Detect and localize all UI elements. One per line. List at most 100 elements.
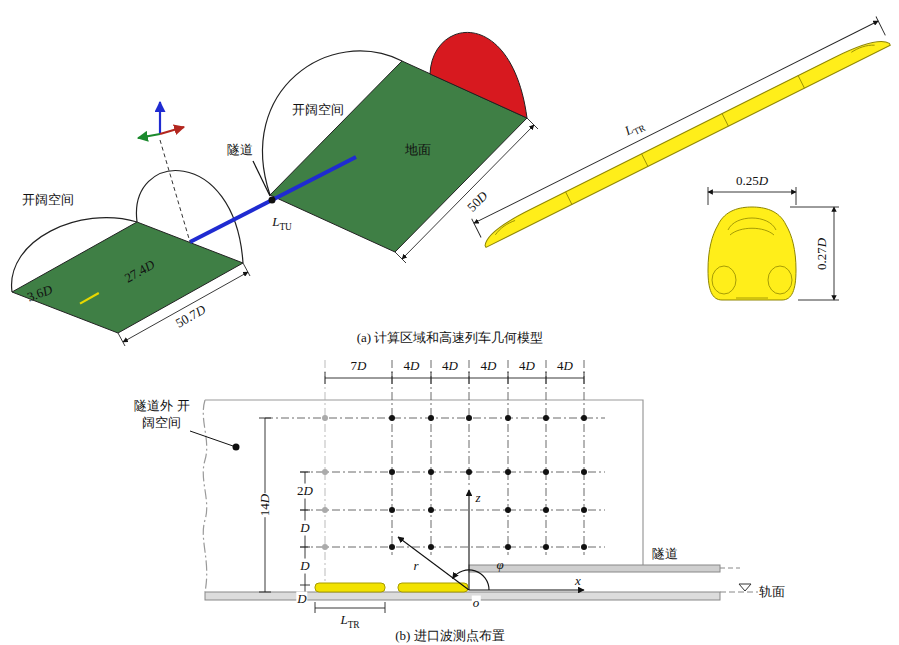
text-run: 4 bbox=[481, 358, 488, 373]
grid-line bbox=[584, 360, 585, 555]
train-model bbox=[480, 33, 891, 248]
dimension-line bbox=[385, 602, 386, 613]
train-cross-section bbox=[708, 192, 796, 193]
text-run: 4 bbox=[519, 358, 526, 373]
dimension-line bbox=[123, 272, 248, 342]
dimension-label: 14D bbox=[258, 493, 273, 517]
text-run: D bbox=[297, 591, 306, 606]
dimension-line bbox=[395, 252, 406, 263]
part-label: 地面 bbox=[404, 143, 432, 158]
train-model bbox=[474, 21, 878, 223]
grid-line bbox=[392, 360, 393, 555]
dimension-line bbox=[243, 263, 250, 276]
dimension-line bbox=[300, 472, 310, 473]
axis-label: x bbox=[574, 574, 582, 589]
measuring-point bbox=[322, 415, 328, 421]
dimension-line bbox=[259, 592, 271, 593]
axis-leader bbox=[160, 140, 190, 242]
open-space-dome bbox=[263, 51, 402, 195]
text-run: x bbox=[575, 573, 581, 588]
text-run: D bbox=[564, 358, 573, 373]
axis-label: o bbox=[472, 596, 481, 611]
text-run: TR bbox=[348, 620, 360, 630]
text-run: D bbox=[410, 358, 419, 373]
dimension-line bbox=[259, 372, 584, 613]
train-cross-section bbox=[796, 187, 797, 205]
dimension-label: 50D bbox=[464, 188, 492, 216]
text-run: z bbox=[475, 490, 480, 505]
text-run: TU bbox=[279, 222, 291, 232]
train-body bbox=[398, 583, 468, 592]
text-run: 7 bbox=[351, 358, 358, 373]
dimension-label: 4D bbox=[403, 359, 421, 374]
dimension-label: D bbox=[296, 592, 307, 607]
dimension-label: 27.4D bbox=[121, 257, 158, 287]
train-body bbox=[315, 583, 385, 592]
text-run: D bbox=[257, 494, 272, 503]
train-model bbox=[472, 219, 481, 238]
measuring-point bbox=[543, 415, 549, 421]
train-cross-section bbox=[790, 207, 839, 208]
dimension-line bbox=[300, 585, 310, 586]
train-cross-section bbox=[768, 266, 792, 294]
coordinate-axes bbox=[398, 537, 469, 590]
measuring-point bbox=[466, 415, 472, 421]
open-space-boundary bbox=[203, 400, 643, 592]
text-run: o bbox=[473, 595, 480, 610]
dimension-label: D bbox=[299, 521, 310, 536]
part-label: 隧道 bbox=[226, 143, 254, 158]
tunnel-line bbox=[190, 157, 356, 242]
text-run: L bbox=[272, 214, 279, 229]
text-run: φ bbox=[496, 557, 503, 572]
text-run: D bbox=[526, 358, 535, 373]
measuring-point bbox=[466, 469, 472, 475]
measuring-point bbox=[428, 415, 434, 421]
ground-plane bbox=[12, 222, 243, 333]
train-model bbox=[472, 17, 891, 248]
axis-label: φ bbox=[495, 558, 504, 573]
open-space-dome bbox=[12, 218, 137, 292]
train-cross-section bbox=[708, 187, 839, 300]
text-run: D bbox=[357, 358, 366, 373]
dimension-line bbox=[546, 372, 547, 384]
dimension-line bbox=[300, 547, 310, 548]
train-cross-section bbox=[730, 228, 774, 235]
grid-line bbox=[300, 472, 605, 473]
train-position bbox=[80, 293, 99, 304]
measuring-point bbox=[505, 469, 511, 475]
train-cross-section bbox=[834, 207, 835, 300]
coordinate-axes bbox=[398, 490, 584, 590]
dimension-label: D bbox=[299, 559, 310, 574]
rail-level-symbol bbox=[739, 584, 751, 591]
measuring-point bbox=[428, 507, 434, 513]
coordinate-axes bbox=[159, 102, 161, 134]
measuring-point bbox=[428, 544, 434, 550]
text-run: 4 bbox=[404, 358, 411, 373]
dimension-label: 50.7D bbox=[172, 302, 209, 332]
measuring-point bbox=[505, 544, 511, 550]
train-model bbox=[876, 17, 885, 36]
region-label: 开阔空间 bbox=[21, 193, 75, 208]
dimension-line bbox=[508, 372, 509, 384]
text-run: D bbox=[304, 483, 313, 498]
dimension-label: 7D bbox=[350, 359, 368, 374]
train-cross-section bbox=[708, 187, 709, 205]
measuring-point bbox=[543, 469, 549, 475]
train-model bbox=[798, 76, 804, 89]
train-cross-section bbox=[712, 266, 736, 294]
measuring-point bbox=[389, 507, 395, 513]
coordinate-axes bbox=[138, 102, 184, 138]
rail-extension bbox=[720, 592, 758, 593]
dimension-label: LTU bbox=[271, 215, 293, 232]
train-model bbox=[493, 220, 516, 235]
train-cross-section bbox=[798, 300, 839, 301]
dimension-line bbox=[325, 372, 326, 384]
text-run: 4 bbox=[557, 358, 564, 373]
dimension-line bbox=[402, 125, 534, 259]
dimension-line bbox=[469, 372, 470, 384]
open-space-dome bbox=[12, 51, 402, 292]
leader-line bbox=[190, 431, 233, 446]
train-model bbox=[642, 154, 648, 167]
